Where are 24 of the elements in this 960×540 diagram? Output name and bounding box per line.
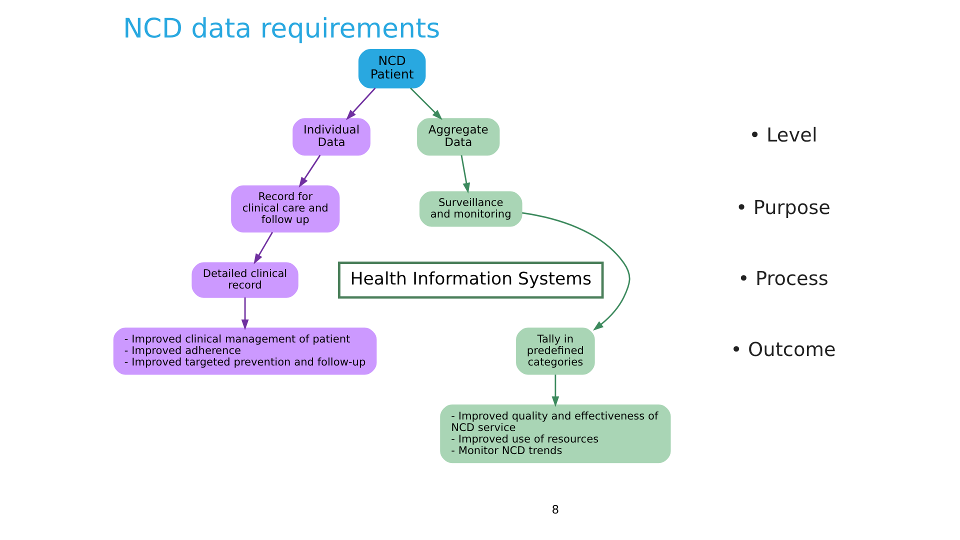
node-box: Tally in predefined categories [516, 328, 595, 375]
label: • Outcome [730, 338, 836, 362]
node-box: Aggregate Data [417, 118, 500, 156]
label: • Process [738, 266, 828, 290]
node-box: - Improved quality and effectiveness of NCD service - Improved use of resources - Monitor NCD trends [440, 404, 671, 464]
label: 8 [552, 502, 560, 517]
arrow [410, 88, 442, 120]
node-box: Surveillance and monitoring [419, 191, 522, 227]
arrow [552, 374, 560, 407]
node-box: NCD Patient [358, 48, 426, 88]
node-box: - Improved clinical management of patient - Improved adherence - Improved targeted prevention and follow-up [113, 328, 377, 375]
arrow [460, 155, 470, 194]
arrow [522, 212, 630, 331]
node-box: Individual Data [292, 118, 370, 156]
arrow [241, 297, 249, 330]
node-box: Record for clinical care and follow up [231, 185, 340, 233]
arrow [298, 154, 321, 188]
label: • Level [749, 124, 818, 147]
diagram-title: NCD data requirements [122, 13, 440, 44]
node-box: Detailed clinical record [192, 262, 298, 298]
arrow [346, 88, 376, 120]
label: • Purpose [736, 196, 830, 219]
node-box: Health Information Systems [338, 262, 604, 299]
arrow [254, 232, 274, 264]
